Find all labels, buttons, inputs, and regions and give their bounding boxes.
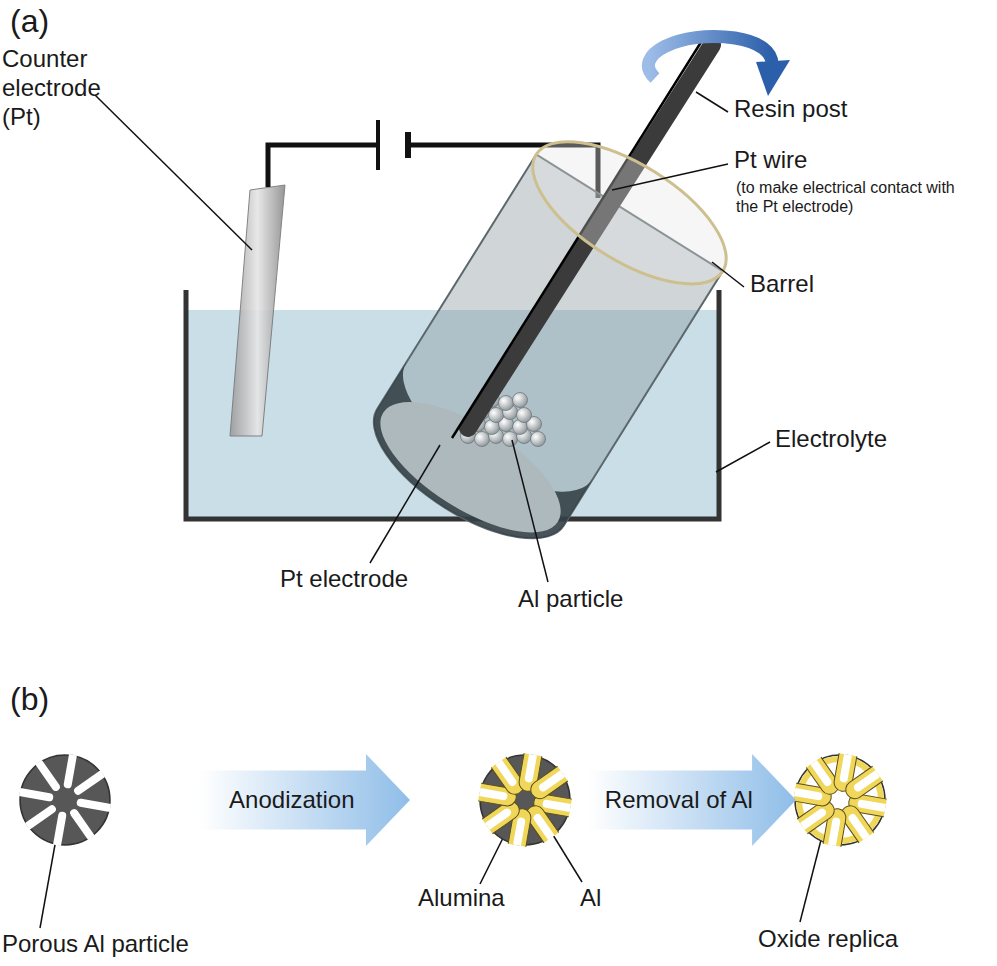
part-label: Resin post (734, 95, 847, 124)
al-particle (531, 432, 546, 447)
leader-lines (40, 92, 822, 928)
al-particle (517, 408, 532, 423)
rotation-arrowhead (756, 60, 790, 96)
part-label: Barrel (750, 270, 814, 299)
al-particle (499, 396, 514, 411)
step-label: Anodization (229, 786, 354, 814)
part-label: Pt wire (734, 146, 807, 175)
al-particle (503, 432, 518, 447)
part-label: (to make electrical contact with the Pt … (736, 178, 961, 216)
panel-label: (b) (10, 680, 49, 718)
panel-label: (a) (10, 2, 49, 40)
part-label: Al particle (518, 585, 623, 614)
process-arrow: Removal of Al (588, 754, 796, 846)
particle-sections (19, 753, 887, 847)
rotation-arrow (648, 36, 772, 78)
al-particle (475, 432, 490, 447)
step-label: Removal of Al (605, 786, 753, 814)
process-arrow: Anodization (200, 754, 410, 846)
pt-electrode-disc (361, 377, 580, 557)
al-particle (489, 408, 504, 423)
part-label: Al (580, 884, 601, 913)
wire (268, 145, 376, 187)
battery-plate (405, 132, 411, 158)
part-label: Electrolyte (775, 425, 887, 454)
part-label: Pt electrode (280, 565, 408, 594)
part-label: Counter electrode (Pt) (2, 45, 117, 131)
al-particle (513, 393, 528, 408)
battery-plate (376, 120, 380, 170)
part-label: Oxide replica (758, 925, 898, 954)
counter-electrode (230, 185, 285, 436)
barrel-rim (511, 114, 748, 312)
part-label: Porous Al particle (2, 930, 189, 959)
part-label: Alumina (418, 884, 505, 913)
